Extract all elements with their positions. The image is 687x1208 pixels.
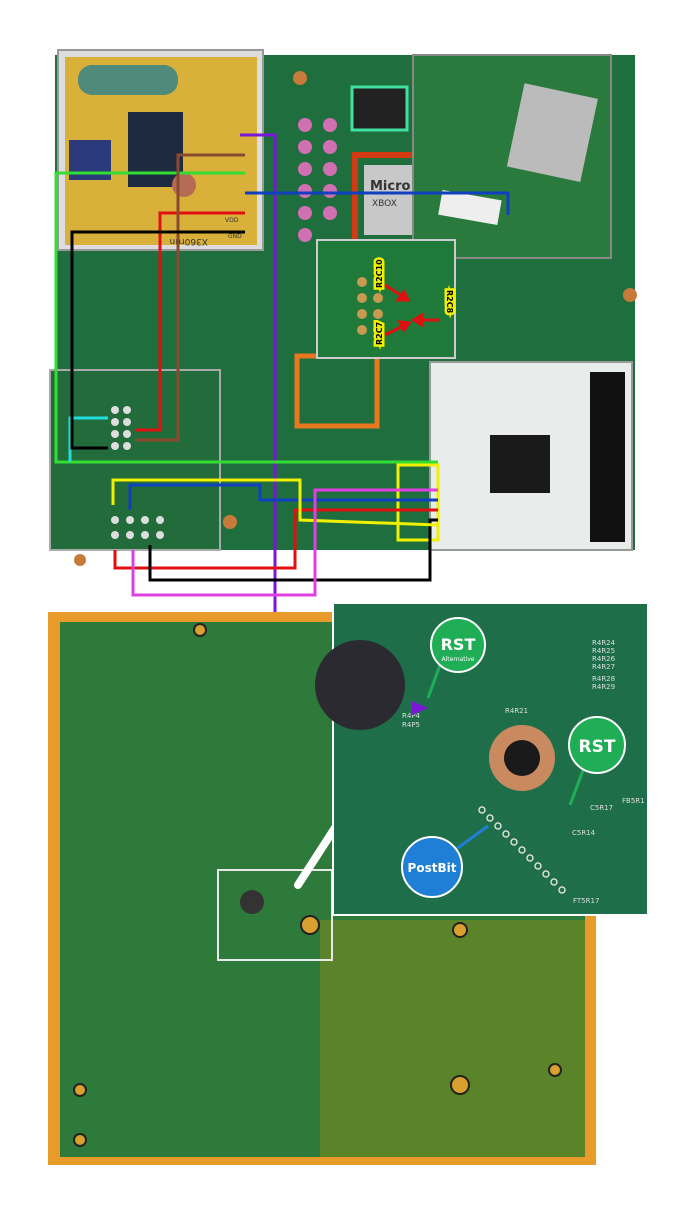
wire-yellow	[111, 478, 439, 527]
silk-r4r24: R4R24	[592, 639, 616, 647]
label-r2c7: R2C7	[375, 322, 384, 345]
silk-fb5r1: FB5R1	[622, 797, 645, 805]
wire-black-2	[148, 518, 438, 582]
ram-chip	[350, 85, 409, 132]
purple-arrow-head	[412, 701, 428, 715]
silk-r4r26: R4R26	[592, 655, 616, 663]
label-r2c10: R2C10	[375, 259, 384, 288]
postbit-label: PostBit	[408, 861, 457, 875]
screw-holes	[74, 71, 637, 566]
cpld-chip	[490, 435, 550, 493]
nand-chip	[506, 83, 598, 182]
wire-cyan	[68, 416, 108, 462]
cpu-chip-line1: Micro	[370, 179, 411, 194]
wire-black	[70, 230, 245, 450]
silk-r4p4: R4P4	[402, 712, 421, 720]
r2c-inset	[316, 239, 456, 359]
bottom-screw-holes	[73, 623, 562, 1147]
silk-ft5r17: FT5R17	[573, 897, 599, 905]
header-pins	[357, 277, 383, 335]
header-inset	[49, 369, 221, 551]
zoom-region-hole	[240, 890, 264, 914]
silk-r4r29: R4R29	[592, 683, 615, 691]
modchip-capacitor	[172, 173, 196, 197]
silk-r4r21: R4R21	[505, 707, 528, 715]
postbit-callout: PostBit	[401, 824, 489, 898]
rst-alt-sub: Alternative	[442, 656, 475, 663]
inductor	[78, 65, 178, 95]
modchip-cpu	[128, 112, 183, 187]
silk-r4r28: R4R28	[592, 675, 615, 683]
cpu-chip-line2: XBOX	[372, 199, 397, 209]
silk-r4r25: R4R25	[592, 647, 615, 655]
rst-alternative-callout: RST Alternative	[426, 617, 486, 699]
rst-title: RST	[579, 737, 616, 757]
rst-callout: RST	[568, 716, 626, 806]
bottom-header	[111, 516, 164, 539]
silk-r4r27: R4R27	[592, 663, 615, 671]
wire-red	[135, 211, 245, 432]
silk-c5r14: C5R14	[572, 829, 596, 837]
modchip-brand: X360run	[170, 236, 208, 246]
detail-screw-hole	[504, 740, 540, 776]
modchip-pin-gnd: GND	[228, 233, 242, 240]
motherboard-bottom-tint	[320, 920, 585, 1157]
jtag-header	[111, 406, 131, 450]
label-r2c8: R2C8	[445, 290, 454, 314]
wire-red-2	[113, 508, 438, 570]
wire-brown	[135, 153, 245, 442]
red-arrows	[384, 283, 440, 337]
silk-r4p5: R4P5	[402, 721, 420, 729]
postbit-pads	[478, 806, 566, 894]
silk-c5r17: C5R17	[590, 804, 613, 812]
wire-green	[54, 171, 438, 464]
cpld-connector	[590, 372, 625, 542]
modchip-pin-vdd: VDD	[225, 217, 239, 224]
wire-blue-2	[128, 483, 438, 510]
cpld-pin-header	[396, 463, 440, 542]
detail-hole	[315, 640, 405, 730]
wire-magenta	[131, 488, 438, 597]
nand-label	[438, 189, 502, 226]
rst-alt-title: RST	[441, 635, 476, 654]
wire-blue	[245, 191, 510, 215]
capacitors	[298, 118, 337, 242]
